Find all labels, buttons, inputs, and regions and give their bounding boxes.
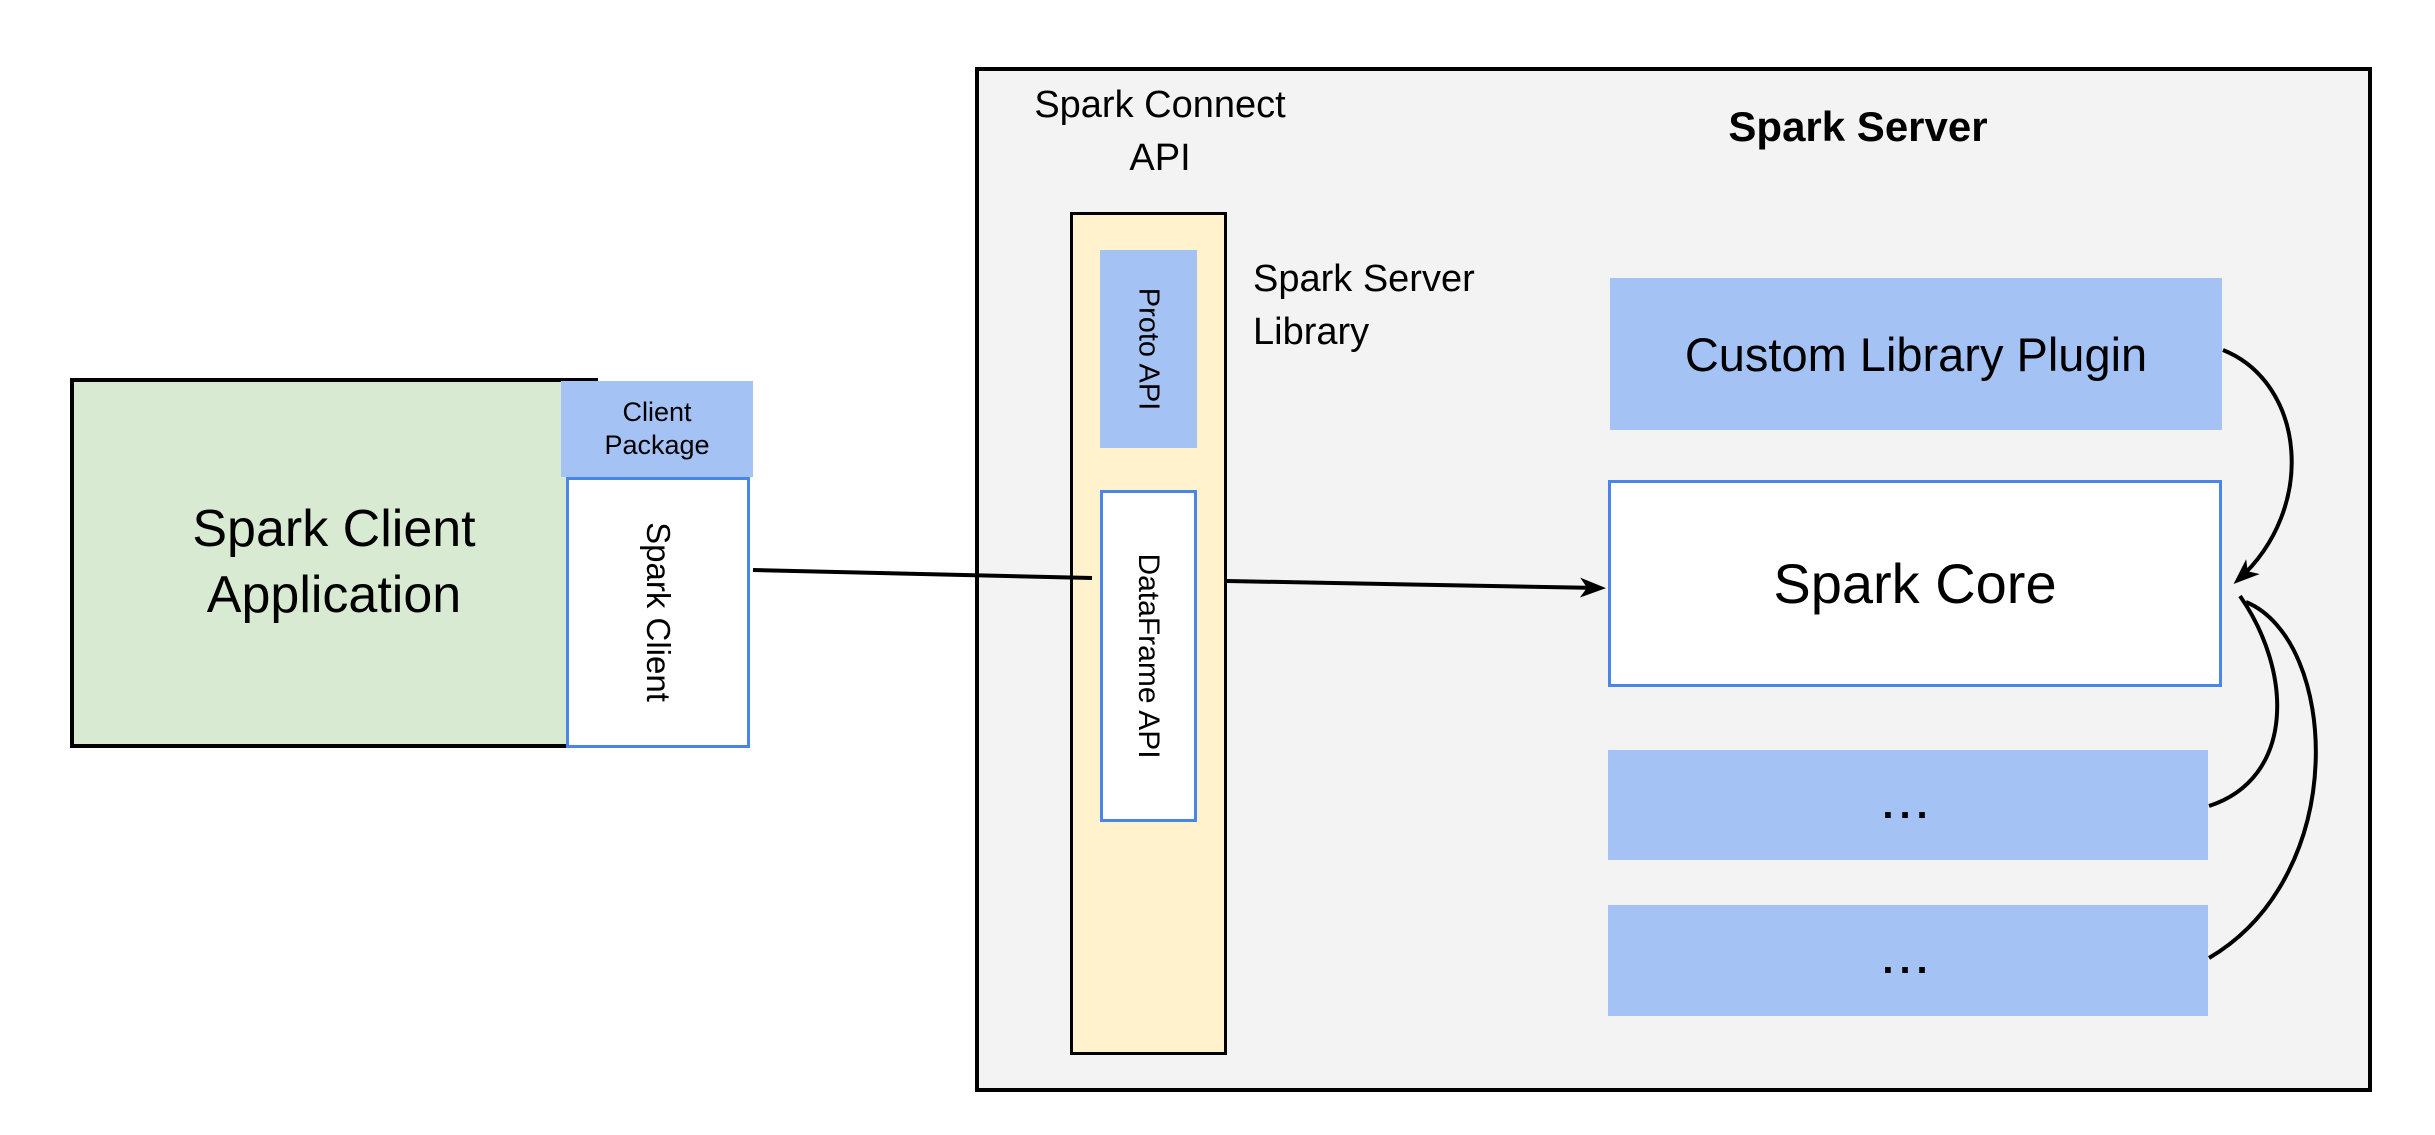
spark-client-box [566,477,750,748]
client-package-box: Client Package [561,381,753,477]
proto-api-box [1100,250,1197,448]
spark-connect-api-label-line1: Spark Connect [1034,84,1286,126]
client-package-label-line1: Client [622,397,692,427]
spark-server-title: Spark Server [1728,103,1988,150]
spark-server-library-label-line1: Spark Server [1253,258,1475,300]
dataframe-api-label: DataFrame API [1132,553,1165,759]
spark-core-box: Spark Core [1608,480,2222,687]
spark-server-library-label-line2: Library [1253,311,1370,353]
dataframe-api-box [1100,490,1197,822]
custom-library-plugin-box: Custom Library Plugin [1610,278,2222,430]
spark-client-application-label-line1: Spark Client [192,500,476,558]
spark-connect-api-label-line2: API [1129,137,1191,179]
spark-connect-api-label: Spark Connect API [1008,79,1312,185]
placeholder-plugin-label-1: ... [1882,782,1934,827]
placeholder-plugin-box-2: ... [1608,905,2208,1016]
placeholder-plugin-box-1: ... [1608,750,2208,860]
spark-server-library-label: Spark Server Library [1253,253,1673,359]
placeholder-plugin-label-2: ... [1882,938,1934,982]
spark-client-application-label-line2: Application [206,566,462,624]
client-package-label-line2: Package [604,430,710,460]
custom-library-plugin-label: Custom Library Plugin [1684,327,2148,381]
spark-client-application-label: Spark Client Application [70,496,598,628]
proto-api-label: Proto API [1132,287,1165,411]
spark-client-application-box [70,378,598,748]
spark-client-label: Spark Client [640,522,677,702]
spark-core-label: Spark Core [1773,552,2057,615]
